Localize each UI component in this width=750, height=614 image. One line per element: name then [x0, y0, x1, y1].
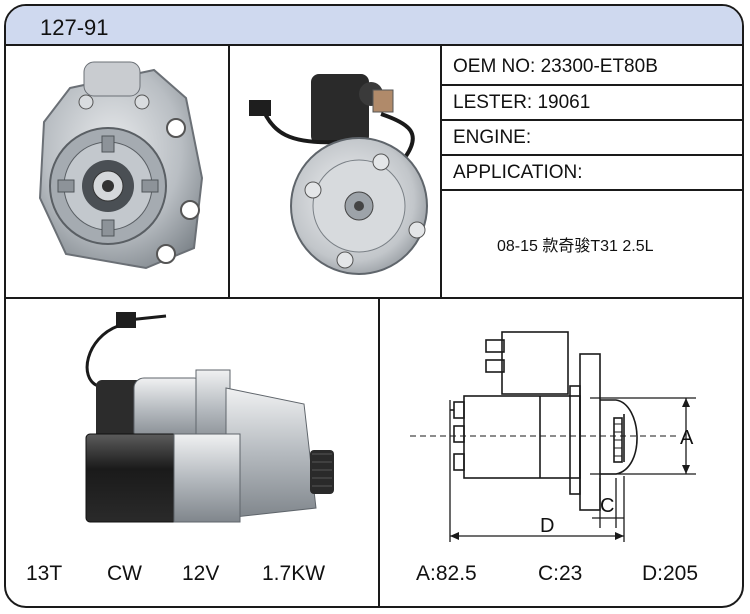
starter-rear-view-image: [249, 74, 428, 275]
oem-number: OEM NO: 23300-ET80B: [453, 56, 658, 77]
info-row-divider-2: [441, 119, 742, 121]
engine-label: ENGINE:: [453, 127, 532, 148]
info-row-divider-4: [441, 189, 742, 191]
info-row-divider-3: [441, 154, 742, 156]
dimension-d-label: D: [540, 515, 554, 537]
grid-line-vertical-top-left: [228, 46, 230, 298]
lester-number: LESTER: 19061: [453, 92, 591, 113]
dimension-drawing: A C D: [410, 331, 696, 542]
starter-side-view-image: [85, 312, 334, 523]
grid-line-horizontal-middle: [6, 297, 742, 299]
grid-line-vertical-top-right: [440, 46, 442, 298]
rotation-direction: CW: [107, 562, 142, 585]
power-rating: 1.7KW: [262, 562, 326, 585]
starter-front-view-image: [38, 61, 204, 270]
part-code: 127-91: [40, 15, 109, 40]
header-bar: 127-91: [6, 6, 742, 46]
voltage: 12V: [182, 562, 220, 585]
application-value: 08-15 款奇骏T31 2.5L: [497, 238, 654, 255]
dimension-c-value: C:23: [538, 562, 583, 585]
dimension-a-value: A:82.5: [416, 562, 477, 585]
dimension-a-label: A: [680, 427, 694, 449]
dimension-d-value: D:205: [642, 562, 699, 585]
info-row-divider-1: [441, 84, 742, 86]
dimension-c-label: C: [600, 495, 614, 517]
application-label: APPLICATION:: [453, 162, 583, 183]
spec-card: 127-91 OEM NO: 23300-ET80B LESTER: 19061…: [4, 4, 744, 608]
grid-line-vertical-bottom: [378, 298, 380, 606]
teeth-count: 13T: [26, 562, 63, 585]
